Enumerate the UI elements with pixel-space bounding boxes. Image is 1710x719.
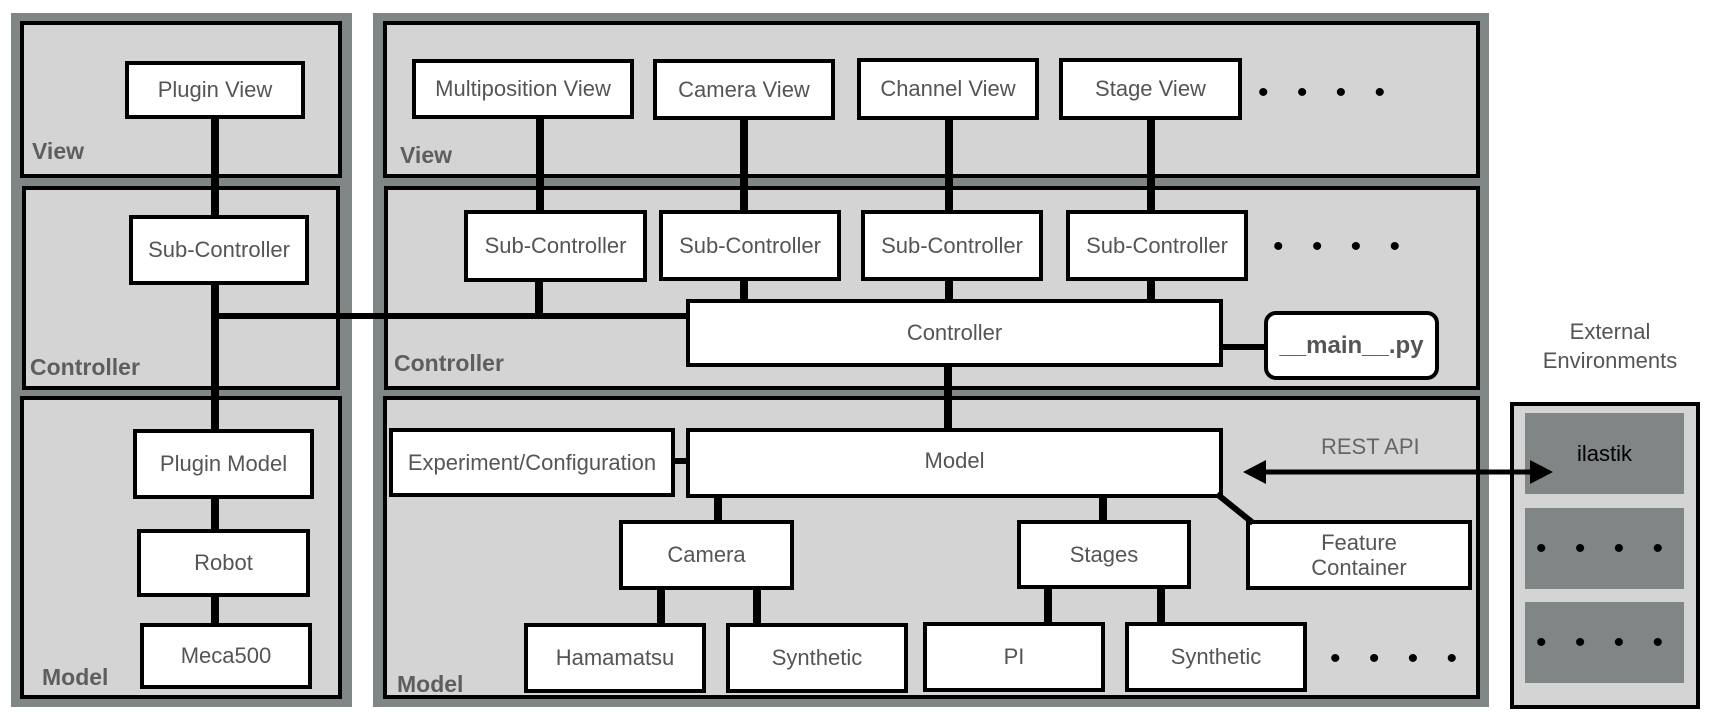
subcontroller-connector — [740, 278, 748, 302]
plugin-controller-layer-label: Controller — [30, 354, 140, 380]
hamamatsu-box[interactable]: Hamamatsu — [524, 623, 706, 693]
camera-child-connector — [753, 587, 761, 627]
plugin-connector — [211, 594, 219, 624]
plugin-view-box[interactable]: Plugin View — [125, 61, 305, 119]
subcontroller-connector — [535, 278, 543, 318]
external-environments-title: External Environments — [1525, 318, 1695, 375]
view-connector — [740, 118, 748, 212]
sub-controller-box[interactable]: Sub-Controller — [464, 210, 647, 282]
camera-child-connector — [657, 587, 665, 627]
camera-synthetic-box[interactable]: Synthetic — [726, 623, 908, 693]
plugin-connector — [211, 118, 219, 221]
plugin-model-box[interactable]: Plugin Model — [133, 429, 314, 499]
stages-box[interactable]: Stages — [1017, 520, 1191, 589]
model-box[interactable]: Model — [686, 428, 1223, 498]
experiment-configuration-box[interactable]: Experiment/Configuration — [389, 428, 675, 497]
experiment-model-connector — [670, 458, 690, 464]
camera-box[interactable]: Camera — [619, 520, 794, 590]
main-py-box[interactable]: __main__.py — [1264, 311, 1439, 380]
plugin-model-layer-label: Model — [42, 664, 109, 690]
pi-box[interactable]: PI — [923, 622, 1105, 692]
external-title-line1: External — [1569, 319, 1651, 344]
external-title-line2: Environments — [1542, 347, 1678, 373]
main-model-layer-label: Model — [397, 671, 464, 697]
controller-model-connector — [944, 362, 952, 430]
plugin-sub-controller-box[interactable]: Sub-Controller — [129, 215, 309, 285]
robot-box[interactable]: Robot — [137, 529, 310, 597]
controller-box[interactable]: Controller — [686, 299, 1223, 367]
plugin-view-layer-label: View — [32, 138, 84, 164]
external-environment-placeholder[interactable]: • • • • — [1525, 602, 1684, 683]
sub-controller-box[interactable]: Sub-Controller — [1066, 210, 1248, 281]
more-subcontrollers-ellipsis: • • • • — [1273, 230, 1411, 263]
main-controller-layer-label: Controller — [394, 350, 504, 376]
plugin-connector — [211, 496, 219, 534]
subcontroller-connector — [945, 278, 953, 302]
subcontroller-connector — [1147, 278, 1155, 302]
meca500-box[interactable]: Meca500 — [140, 623, 312, 689]
multiposition-view-box[interactable]: Multiposition View — [412, 59, 634, 119]
stage-view-box[interactable]: Stage View — [1059, 58, 1242, 120]
ilastik-environment[interactable]: ilastik — [1525, 413, 1684, 494]
main-view-layer-label: View — [400, 142, 452, 168]
view-connector — [1147, 118, 1155, 212]
more-devices-ellipsis: • • • • — [1330, 642, 1468, 675]
plugin-controller-bus — [211, 313, 689, 319]
stages-child-connector — [1157, 586, 1165, 626]
external-environment-placeholder[interactable]: • • • • — [1525, 508, 1684, 589]
sub-controller-box[interactable]: Sub-Controller — [861, 210, 1043, 281]
plugin-connector — [211, 282, 219, 430]
more-views-ellipsis: • • • • — [1258, 76, 1396, 109]
feature-container-box[interactable]: Feature Container — [1246, 520, 1472, 590]
sub-controller-box[interactable]: Sub-Controller — [659, 210, 841, 281]
stages-synthetic-box[interactable]: Synthetic — [1125, 622, 1307, 692]
controller-main-connector — [1220, 344, 1265, 350]
model-stages-connector — [1099, 495, 1107, 523]
camera-view-box[interactable]: Camera View — [653, 59, 835, 120]
channel-view-box[interactable]: Channel View — [857, 58, 1039, 120]
model-camera-connector — [714, 495, 722, 523]
stages-child-connector — [1044, 586, 1052, 626]
view-connector — [536, 116, 544, 212]
view-connector — [945, 118, 953, 212]
feature-container-label: Feature Container — [1311, 529, 1407, 580]
rest-api-label: REST API — [1321, 434, 1420, 459]
